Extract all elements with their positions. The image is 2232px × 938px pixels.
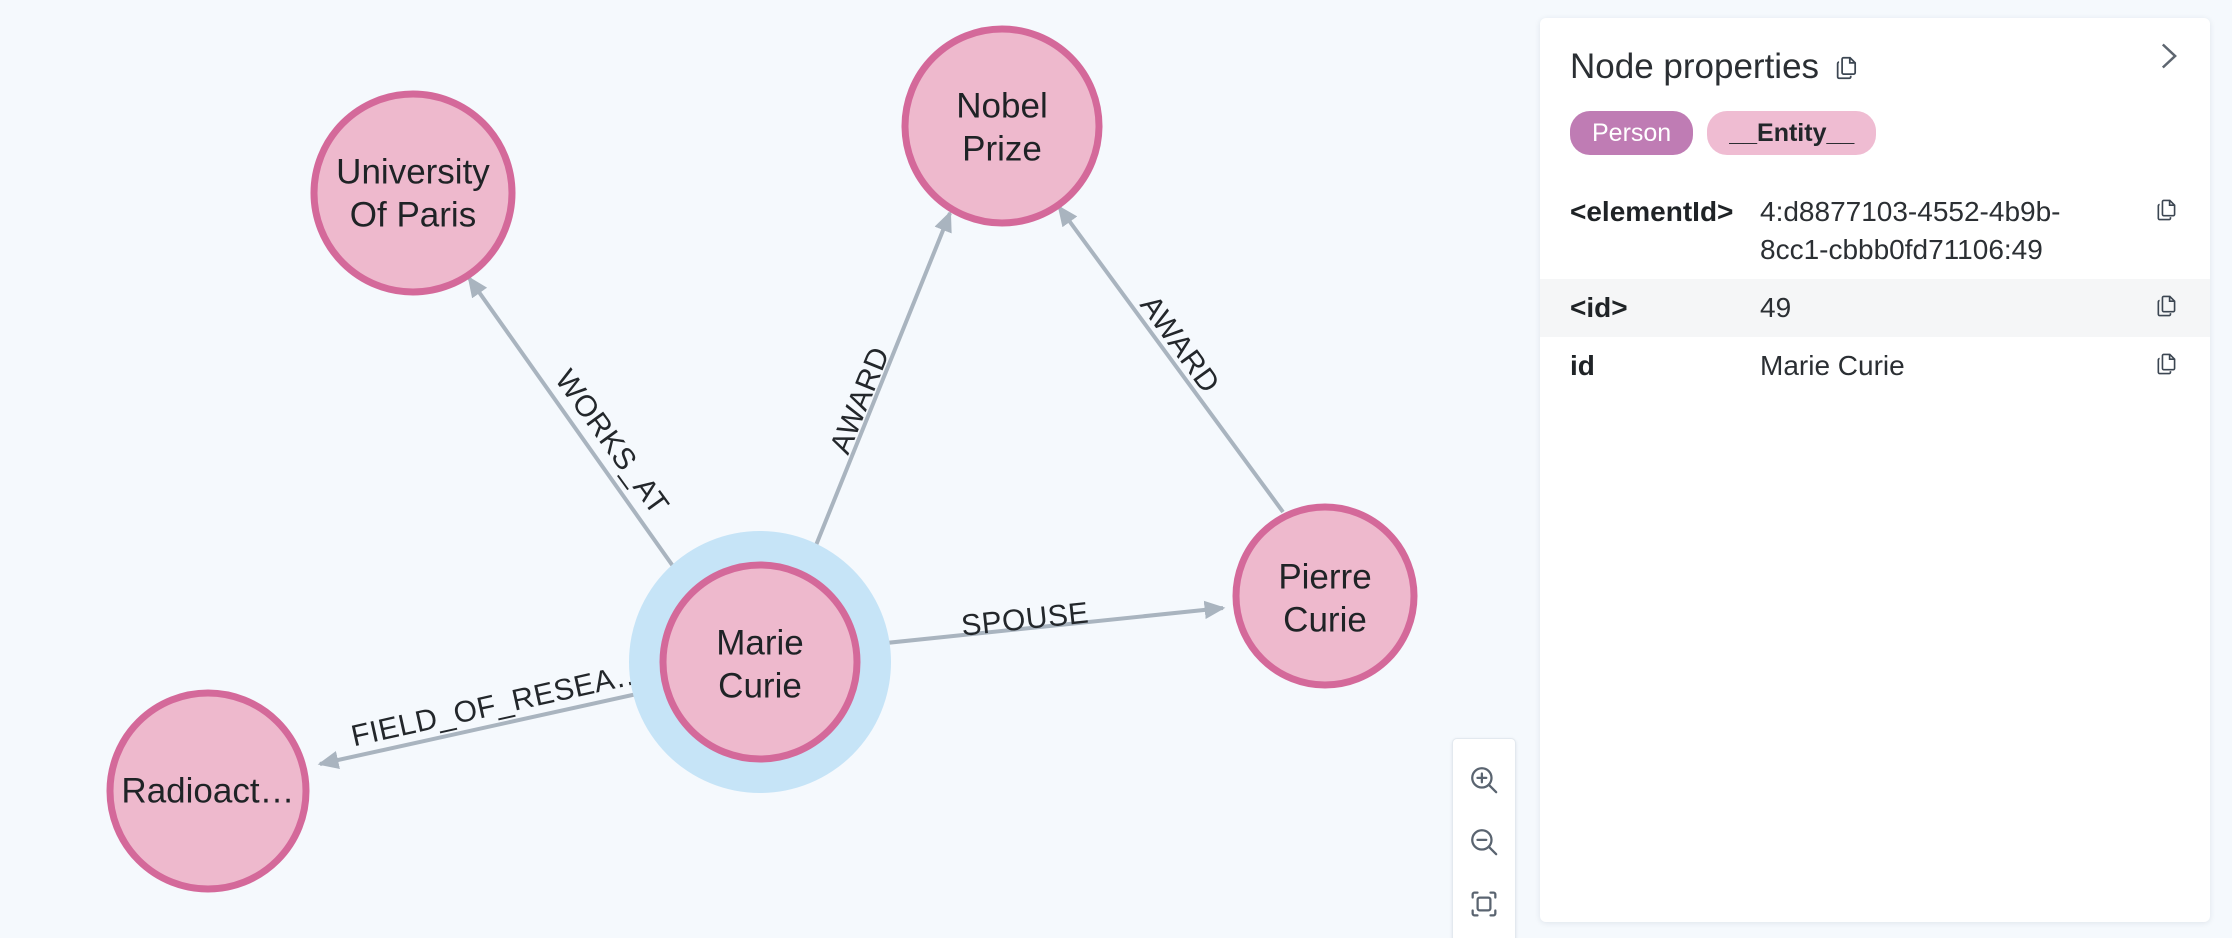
table-row: <id> 49 — [1540, 278, 2210, 337]
fit-to-screen-button[interactable] — [1452, 873, 1516, 935]
node-label-line1: Radioact… — [121, 771, 294, 810]
property-key: id — [1570, 349, 1595, 381]
node-label-line1: Nobel — [956, 86, 1047, 125]
table-row: <elementId> 4:d8877103-4552-4b9b-8cc1-cb… — [1540, 183, 2210, 279]
graph-node-marie-curie[interactable]: Marie Curie — [629, 531, 891, 793]
graph-visualization[interactable]: WORKS_AT AWARD AWARD SPOUSE FIELD_OF_RES… — [0, 0, 1540, 938]
page-title: Node properties — [1570, 47, 1820, 86]
graph-node-pierre-curie[interactable]: Pierre Curie — [1232, 503, 1418, 689]
copy-property-button[interactable] — [2144, 193, 2180, 223]
edge-label-spouse: SPOUSE — [960, 596, 1091, 642]
property-key: <id> — [1570, 291, 1628, 323]
node-label-chip-person[interactable]: Person — [1570, 110, 1694, 156]
graph-node-radioactivity[interactable]: Radioact… — [106, 689, 310, 893]
fit-to-screen-icon — [1471, 891, 1497, 917]
edge-label-award-marie: AWARD — [824, 342, 897, 458]
node-label-line1: Marie — [716, 623, 804, 662]
zoom-controls[interactable] — [1452, 738, 1516, 938]
edge-label-works-at: WORKS_AT — [548, 364, 675, 521]
table-row: id Marie Curie — [1540, 337, 2210, 395]
collapse-panel-button[interactable] — [2140, 28, 2196, 84]
copy-property-button[interactable] — [2144, 347, 2180, 377]
graph-node-nobel-prize[interactable]: Nobel Prize — [901, 25, 1103, 227]
node-label-line2: Prize — [962, 129, 1042, 168]
chevron-right-icon — [2161, 43, 2177, 69]
copy-icon — [2157, 199, 2176, 221]
edge-label-award-pierre: AWARD — [1133, 289, 1226, 399]
edge-works-at[interactable]: WORKS_AT — [467, 276, 694, 595]
graph-canvas[interactable]: WORKS_AT AWARD AWARD SPOUSE FIELD_OF_RES… — [0, 0, 1540, 938]
copy-icon[interactable] — [1833, 54, 1861, 82]
zoom-in-icon — [1471, 767, 1498, 794]
node-labels-list: Person __Entity__ — [1540, 87, 2210, 156]
property-value: 4:d8877103-4552-4b9b-8cc1-cbbb0fd71106:4… — [1760, 196, 2061, 266]
graph-node-university-of-paris[interactable]: University Of Paris — [310, 90, 516, 296]
edge-label-field-of-research: FIELD_OF_RESEA… — [348, 656, 647, 753]
node-label-line2: Curie — [718, 666, 802, 705]
node-label-line2: Of Paris — [350, 195, 476, 234]
property-key: <elementId> — [1570, 196, 1734, 228]
node-properties-table: <elementId> 4:d8877103-4552-4b9b-8cc1-cb… — [1540, 183, 2210, 394]
edge-award-marie[interactable]: AWARD — [804, 210, 952, 571]
node-label-line1: Pierre — [1278, 557, 1371, 596]
node-label-line1: University — [336, 152, 490, 191]
zoom-out-icon — [1471, 829, 1498, 856]
copy-property-button[interactable] — [2144, 289, 2180, 319]
node-label-line2: Curie — [1283, 600, 1367, 639]
edge-award-pierre[interactable]: AWARD — [1057, 205, 1285, 514]
panel-header: Node properties — [1540, 18, 2210, 87]
node-properties-panel: Node properties Person __Entity__ <eleme… — [1540, 18, 2210, 922]
edge-spouse[interactable]: SPOUSE — [856, 596, 1226, 648]
property-value: Marie Curie — [1760, 349, 1905, 381]
node-label-chip-entity[interactable]: __Entity__ — [1707, 110, 1877, 156]
property-value: 49 — [1760, 291, 1792, 323]
zoom-out-button[interactable] — [1452, 811, 1516, 873]
edge-field-of-research[interactable]: FIELD_OF_RESEA… — [317, 656, 665, 770]
copy-icon — [2157, 295, 2176, 317]
zoom-in-button[interactable] — [1452, 749, 1516, 811]
copy-icon-glyph — [1836, 56, 1857, 80]
copy-icon — [2157, 353, 2176, 374]
